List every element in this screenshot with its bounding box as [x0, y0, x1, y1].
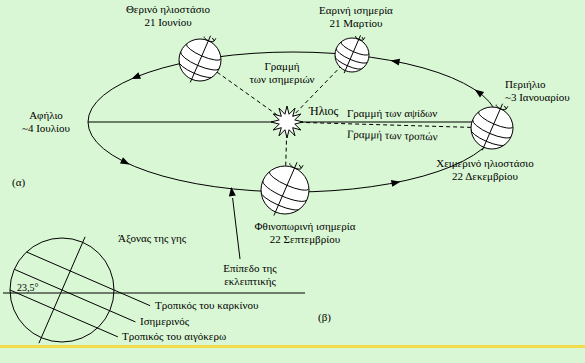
angle-label: 23,5°: [17, 281, 39, 294]
ecliptic-plane-line: [3, 293, 305, 294]
earth-globe: [463, 95, 522, 158]
earth-globe: [171, 27, 230, 90]
text-line: Εαρινή ισημερία: [319, 4, 393, 17]
text-line: Φθινοπωρινή ισημερία: [255, 220, 356, 233]
axis-label: Άξονας της γης: [118, 232, 186, 245]
latitude-label: Ισημερινός: [140, 315, 189, 328]
text-line: ~3 Ιανουαρίου: [505, 91, 570, 104]
latitude-label: Τροπικός του αιγόκερω: [122, 330, 226, 343]
text-line: 22 Σεπτεμβρίου: [255, 233, 356, 246]
cancer-tropic-line: [27, 252, 151, 306]
apsis-label: Αφήλιο ~4 Ιουλίου: [22, 109, 70, 135]
season-label: Φθινοπωρινή ισημερία 22 Σεπτεμβρίου: [255, 220, 356, 246]
text-line: Περιήλιο: [505, 78, 570, 91]
apsis-label: Περιήλιο ~3 Ιανουαρίου: [505, 78, 570, 104]
text-line: των ισημεριών: [249, 73, 314, 86]
panel-label: (α): [12, 176, 25, 189]
text-line: εκλειπτικής: [223, 275, 276, 288]
text-line: Επίπεδο της: [223, 262, 276, 275]
pointer-arrowhead: [228, 187, 236, 197]
text-line: ~4 Ιουλίου: [22, 122, 70, 135]
panel-label: (β): [318, 311, 331, 324]
earth-globe: [329, 29, 377, 80]
line-label: Γραμμή των τροπών: [345, 128, 440, 144]
pointer-line: [233, 198, 240, 259]
text-line: Χειμερινό ηλιοστάσιο: [436, 157, 534, 170]
sun-label: Ήλιος: [309, 105, 338, 118]
text-line: Θερινό ηλιοστάσιο: [126, 3, 210, 16]
orbit-arrow: [390, 57, 400, 66]
orbit-arrow: [391, 178, 401, 187]
text-line: 22 Δεκεμβρίου: [436, 170, 534, 183]
text-line: 21 Μαρτίου: [319, 17, 393, 30]
sun-star: [271, 106, 303, 138]
orbit-arrow: [473, 87, 484, 98]
equator-line: [14, 269, 135, 322]
season-label: Θερινό ηλιοστάσιο 21 Ιουνίου: [126, 3, 210, 29]
text-line: Γραμμή: [249, 60, 314, 73]
line-label: Γραμμή των ισημεριών: [247, 60, 316, 86]
line-label: Γραμμή των αψίδων: [345, 107, 439, 120]
capricorn-tropic-line: [10, 290, 118, 337]
season-label: Εαρινή ισημερία 21 Μαρτίου: [319, 4, 393, 30]
orbit-arrow: [120, 157, 131, 167]
latitude-label: Τροπικός του καρκίνου: [155, 299, 258, 312]
earth-globe: [252, 153, 319, 225]
orbit-arrow: [130, 72, 141, 82]
text-line: 21 Ιουνίου: [126, 16, 210, 29]
text-line: Αφήλιο: [22, 109, 70, 122]
plane-label: Επίπεδο της εκλειπτικής: [223, 262, 276, 288]
bottom-rule: [0, 345, 585, 348]
season-label: Χειμερινό ηλιοστάσιο 22 Δεκεμβρίου: [436, 157, 534, 183]
